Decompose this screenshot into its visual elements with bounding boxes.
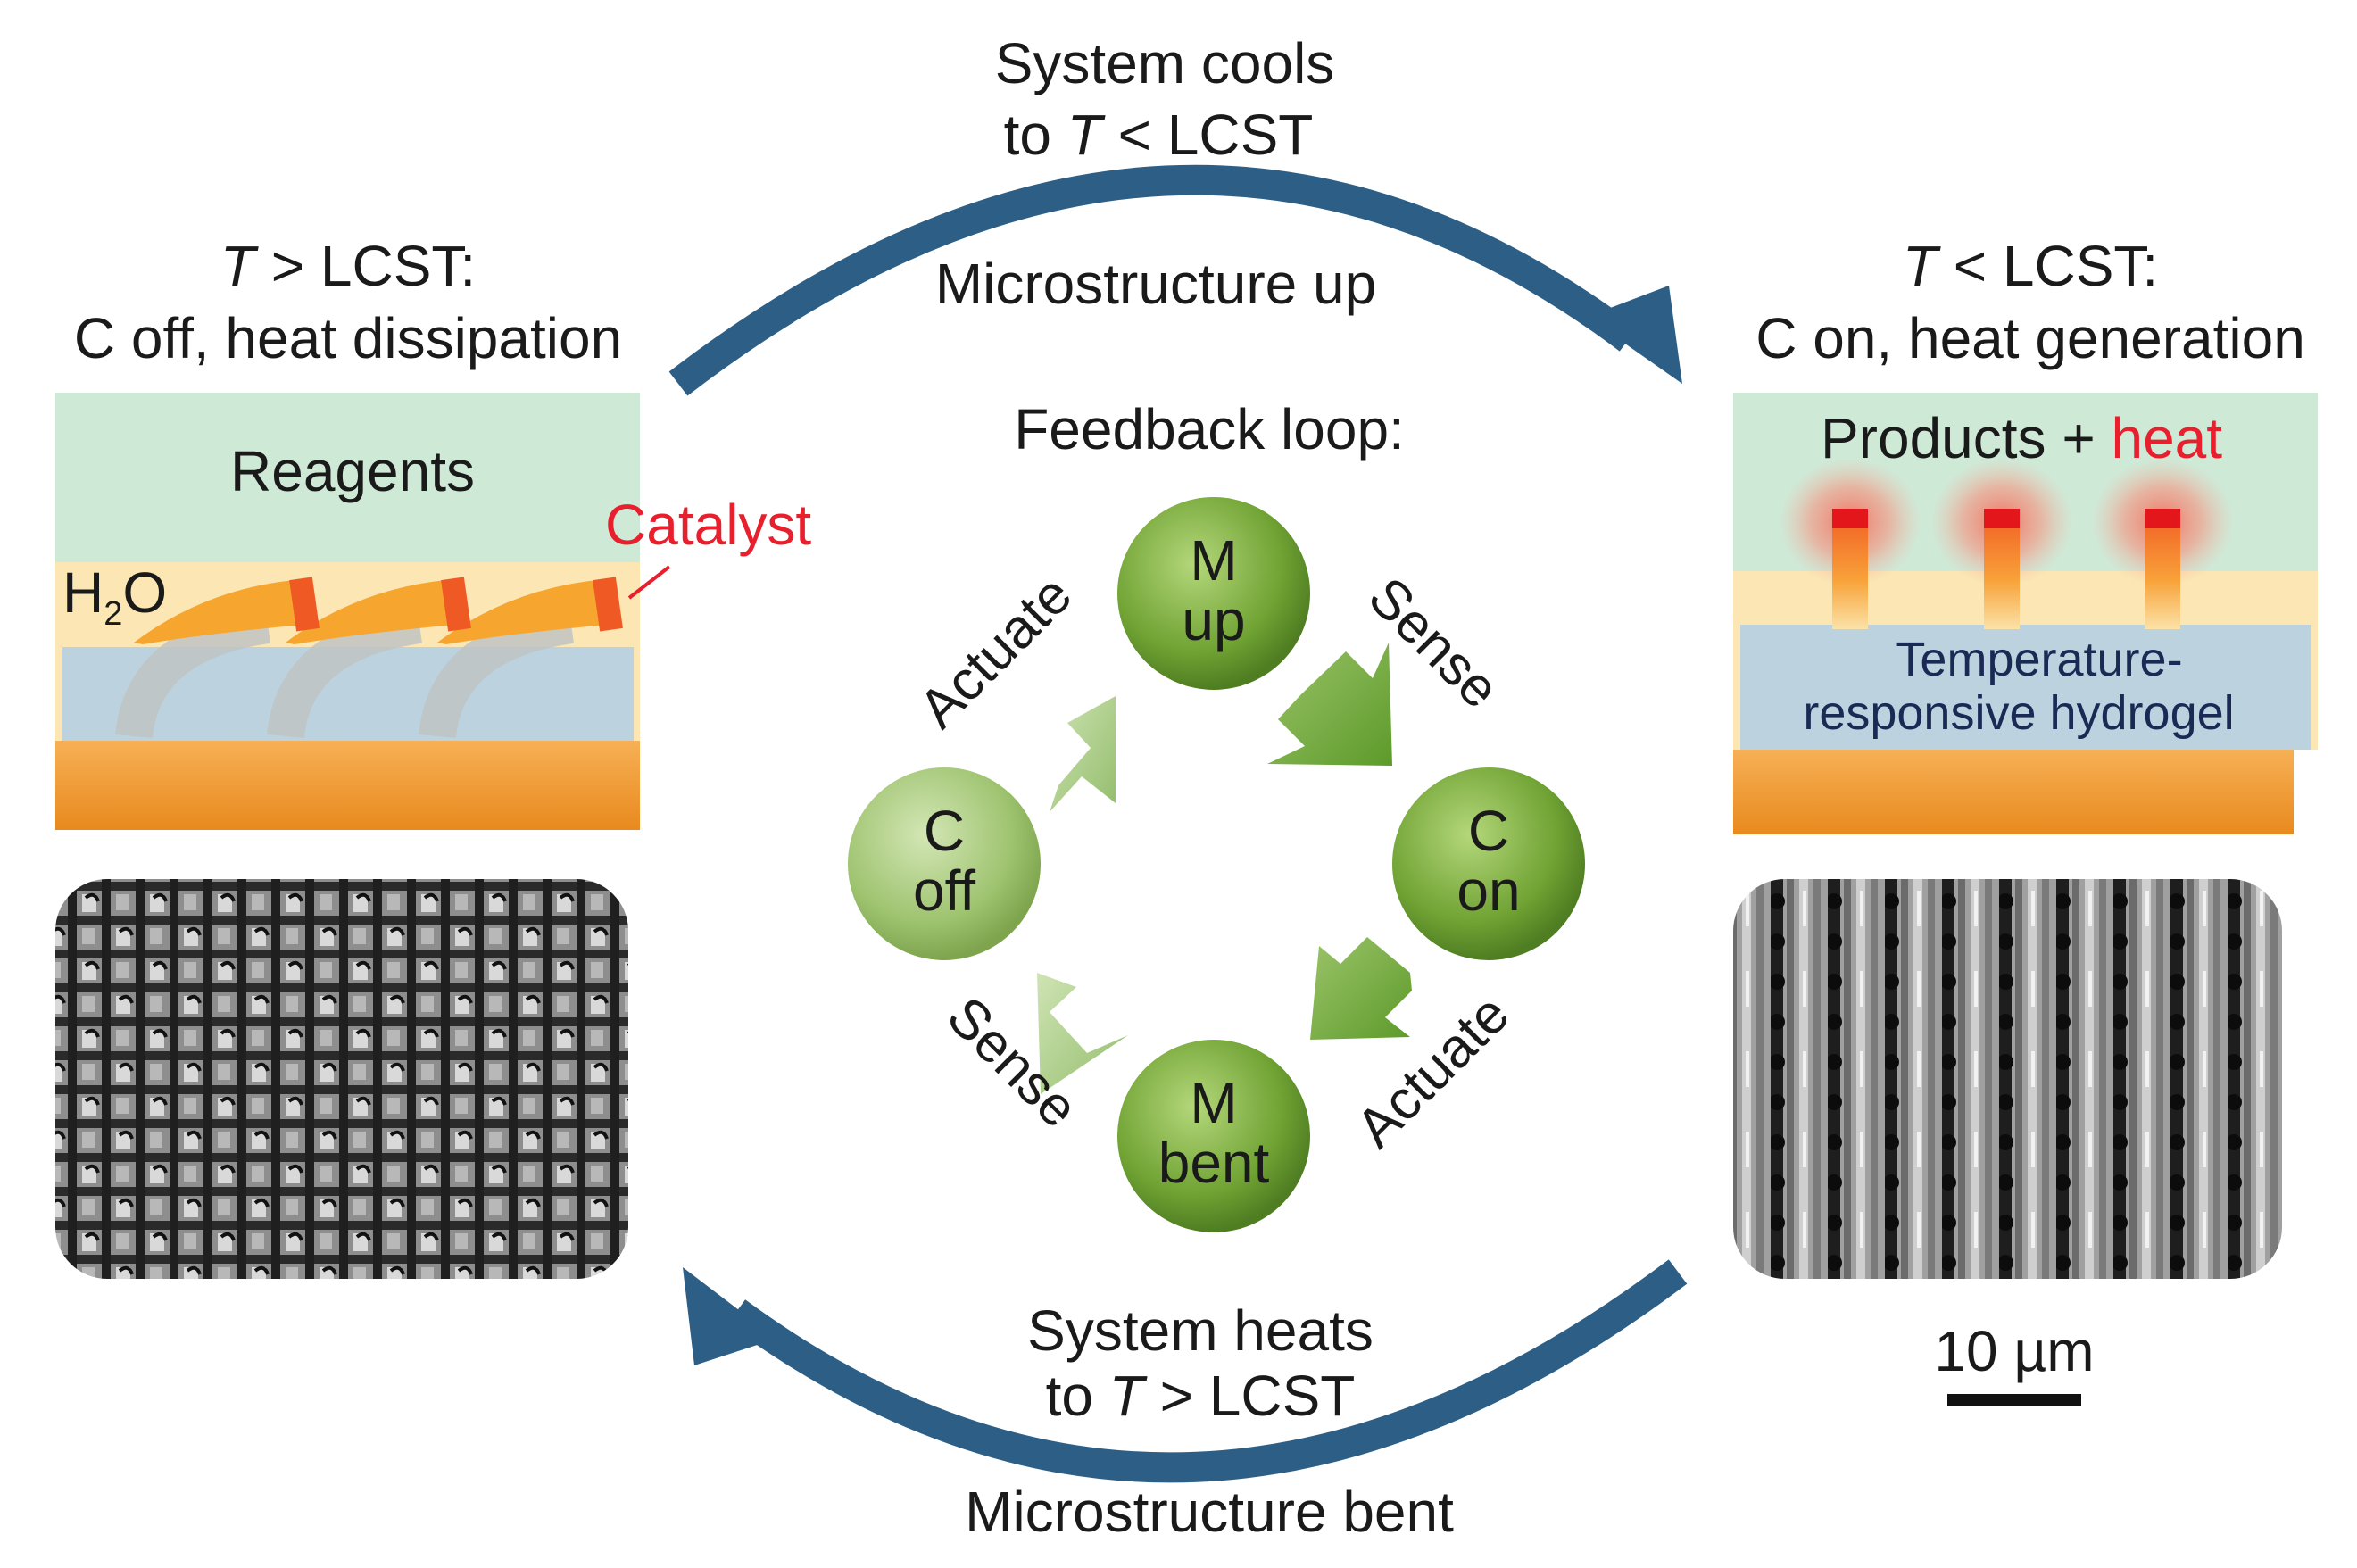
top-arrow-line2: to T < LCST <box>1004 103 1314 169</box>
arrow-m-up-to-c-on <box>1267 643 1392 766</box>
microstructure-up-label: Microstructure up <box>934 252 1377 316</box>
top-arrow-suffix: < LCST <box>1101 103 1314 167</box>
heat-label: heat <box>2111 406 2223 470</box>
scale-bar-label: 10 µm <box>1934 1319 2095 1383</box>
top-arrow-prefix: to <box>1003 103 1067 167</box>
top-arrow-head <box>1587 286 1682 384</box>
bottom-arrow-head <box>683 1267 776 1365</box>
bottom-arrow-var: T <box>1108 1364 1144 1428</box>
top-curved-arrow <box>668 164 1639 396</box>
water-subscript: 2 <box>104 594 123 633</box>
bottom-arrow-line1: System heats <box>1027 1298 1374 1363</box>
reagents-label: Reagents <box>230 439 475 503</box>
products-label: Products + <box>1820 406 2112 470</box>
left-micrograph <box>55 879 628 1279</box>
node-c-off-line2: off <box>913 859 975 923</box>
products-heat-label: Products + heat <box>1821 406 2222 472</box>
node-m-bent <box>1117 1040 1310 1232</box>
microstructure-bent-label: Microstructure bent <box>965 1480 1454 1544</box>
left-title-suffix: > LCST: <box>254 234 477 298</box>
water-label: H2O <box>62 560 167 634</box>
bottom-arrow-suffix: > LCST <box>1143 1364 1356 1428</box>
right-title-suffix: < LCST: <box>1937 234 2159 298</box>
edge-label-top-left: Actuate <box>908 564 1083 740</box>
hydrogel-label-line1: Temperature- <box>1896 633 2183 686</box>
right-title-line2: C on, heat generation <box>1755 306 2305 370</box>
node-c-on <box>1392 767 1585 960</box>
right-title-line1: T < LCST: <box>1903 234 2158 300</box>
node-m-up-line1: M <box>1190 528 1237 593</box>
arrow-m-bent-to-c-off <box>1037 973 1128 1094</box>
node-m-up <box>1117 497 1310 690</box>
bottom-curved-arrow <box>726 1259 1688 1483</box>
right-micrograph <box>1733 879 2282 1279</box>
node-c-off-line1: C <box>924 799 965 863</box>
bottom-arrow-line2: to T > LCST <box>1046 1364 1356 1430</box>
top-arrow-line1: System cools <box>994 31 1335 95</box>
node-m-bent-line1: M <box>1190 1071 1237 1135</box>
node-m-up-line2: up <box>1182 588 1245 652</box>
left-title-var: T <box>220 234 255 298</box>
arrow-c-on-to-m-bent <box>1310 937 1412 1040</box>
hydrogel-label-line2: responsive hydrogel <box>1803 686 2235 740</box>
left-title-line1: T > LCST: <box>220 234 476 300</box>
node-c-on-line1: C <box>1468 799 1509 863</box>
node-c-on-line2: on <box>1457 859 1520 923</box>
right-title-var: T <box>1902 234 1938 298</box>
top-arrow-var: T <box>1066 103 1102 167</box>
water-o: O <box>122 560 168 625</box>
left-schematic <box>55 393 671 830</box>
node-m-bent-line2: bent <box>1158 1131 1270 1195</box>
left-title-line2: C off, heat dissipation <box>73 306 623 370</box>
catalyst-label: Catalyst <box>605 493 812 557</box>
bottom-arrow-prefix: to <box>1045 1364 1109 1428</box>
right-schematic <box>1733 393 2318 834</box>
water-h: H <box>62 560 104 625</box>
scale-bar-line <box>1947 1394 2081 1406</box>
arrow-c-off-to-m-up <box>1050 696 1116 812</box>
feedback-loop-title: Feedback loop: <box>1014 397 1405 461</box>
node-c-off <box>848 767 1041 960</box>
